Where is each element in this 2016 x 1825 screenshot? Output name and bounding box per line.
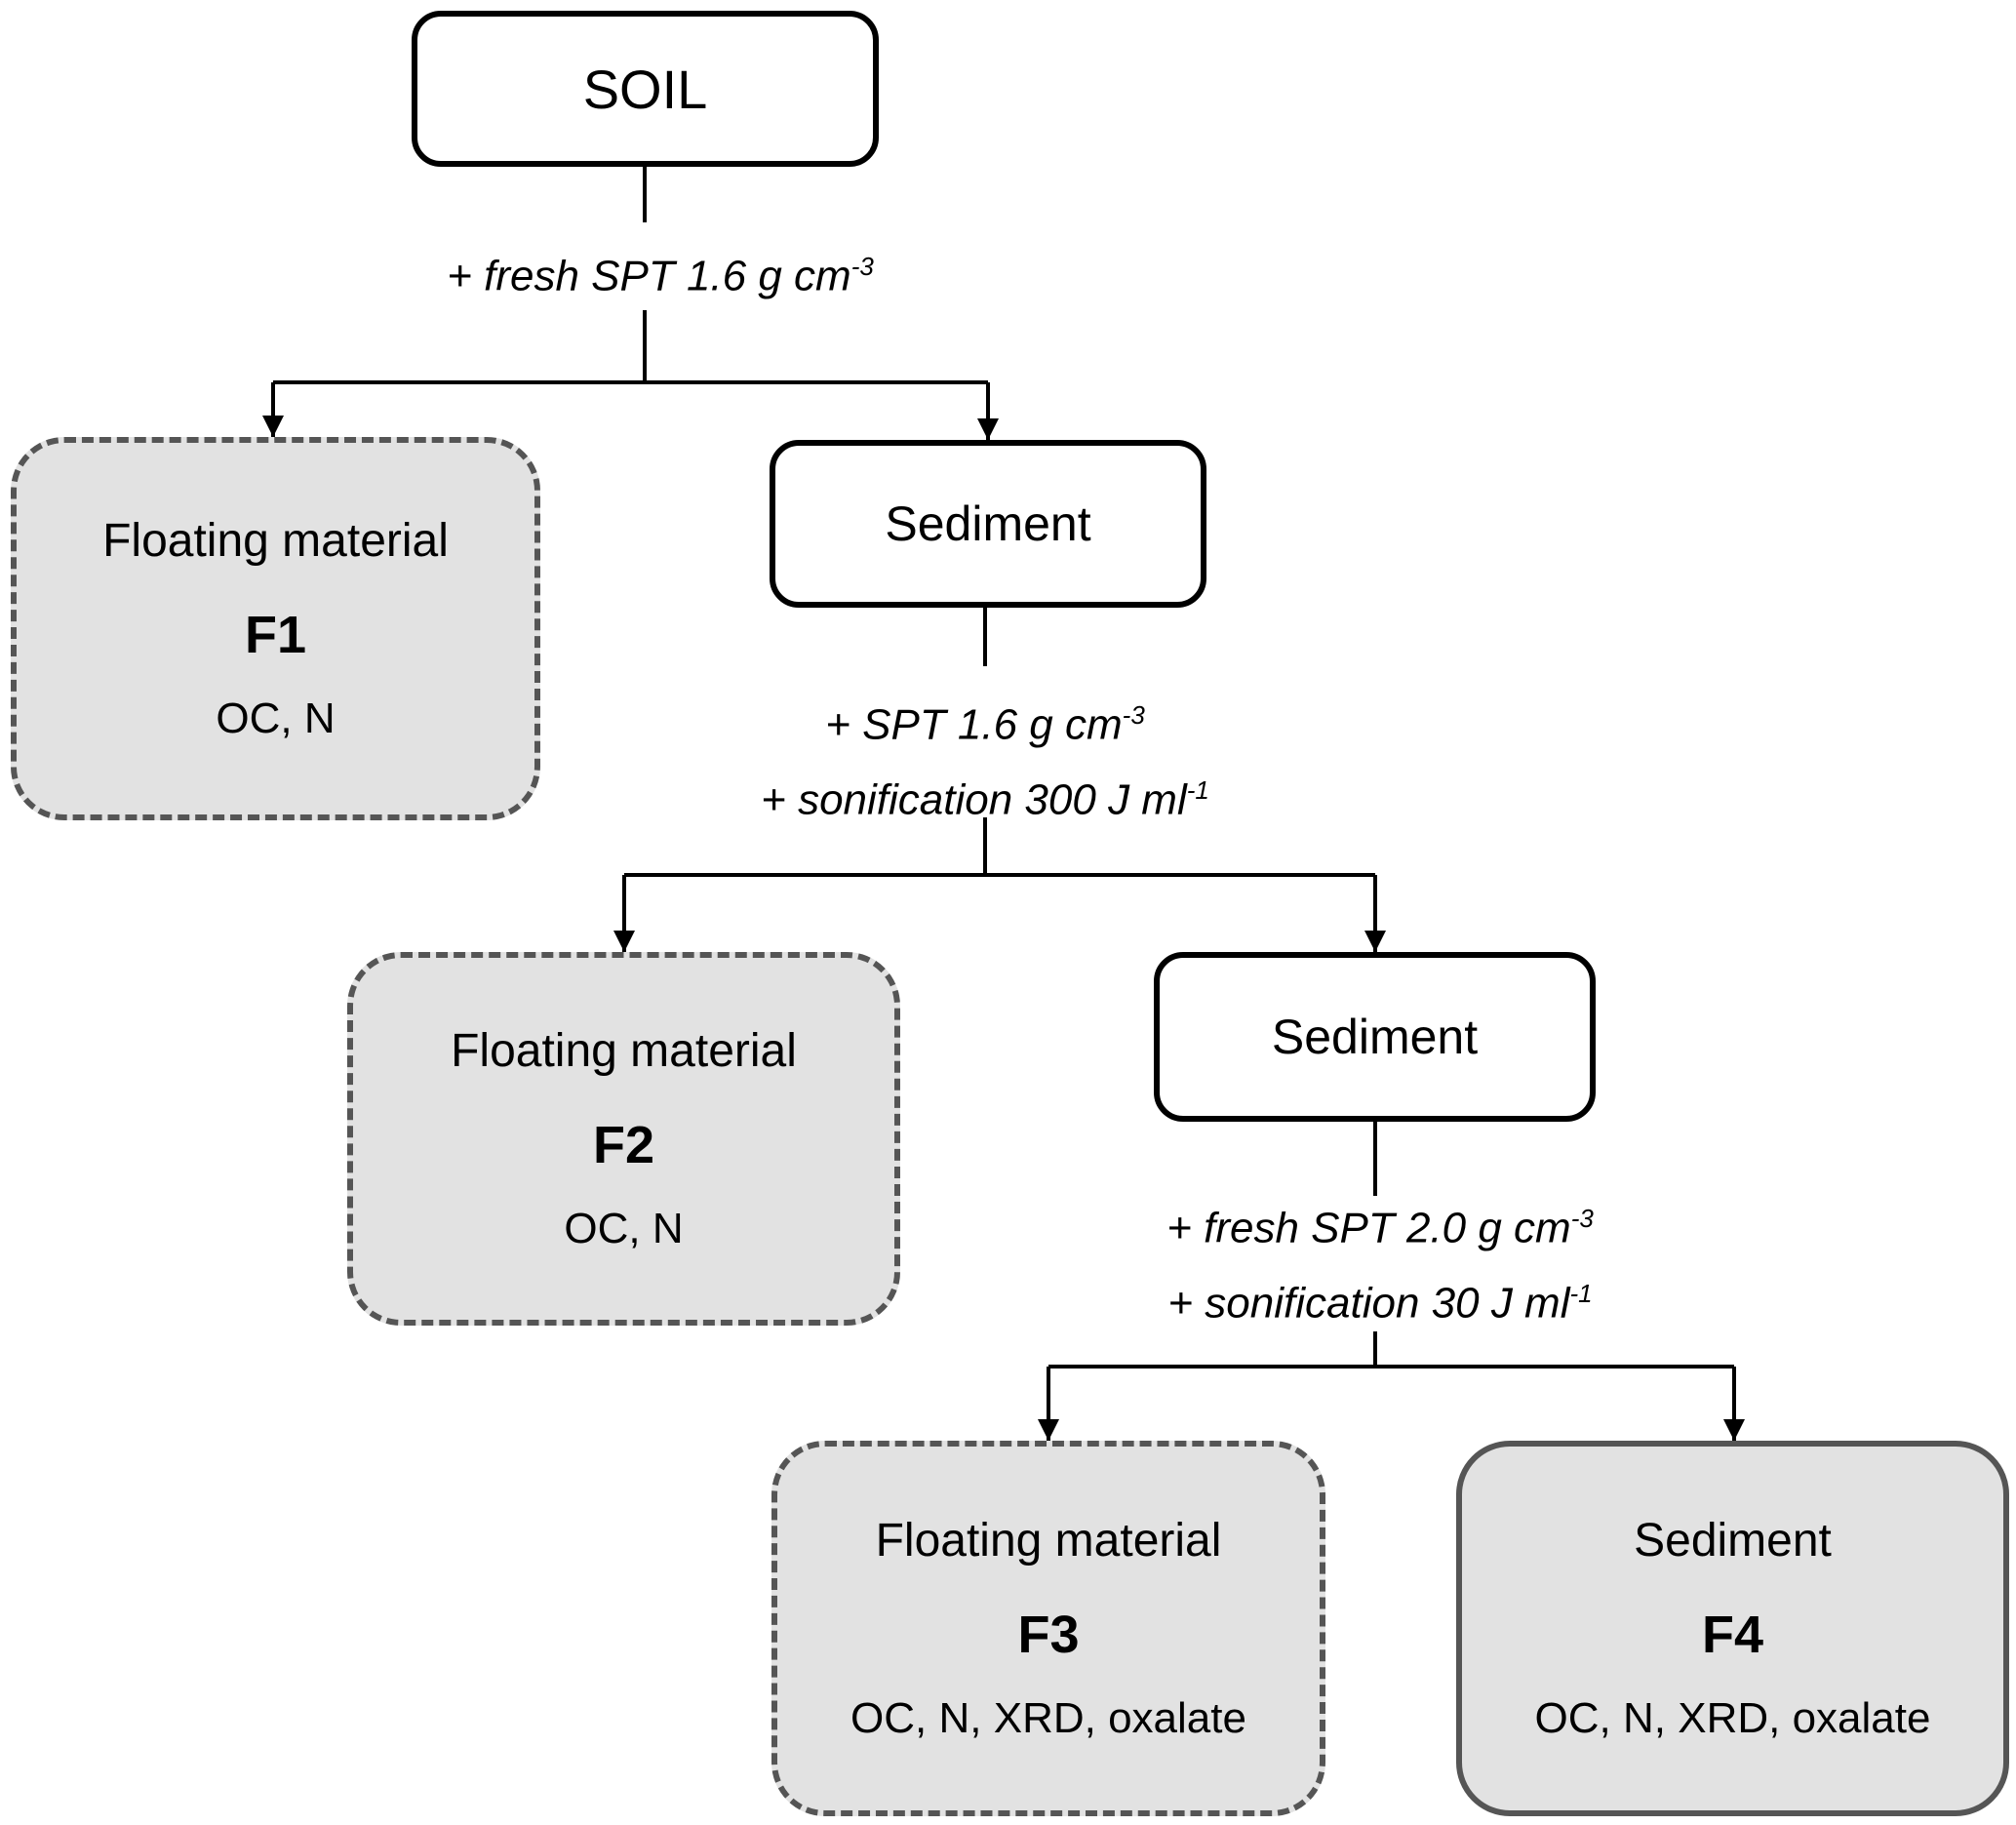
fraction-analyses: OC, N, XRD, oxalate: [1534, 1694, 1931, 1742]
fraction-analyses: OC, N, XRD, oxalate: [850, 1694, 1246, 1742]
fraction-analyses: OC, N: [216, 694, 336, 742]
step-1-line-1: + fresh SPT 1.6 g cm-3: [447, 252, 874, 300]
fraction-code: F1: [244, 606, 307, 664]
fraction-analyses: OC, N: [564, 1205, 684, 1252]
fraction-title: Floating material: [451, 1025, 797, 1077]
soil-label: SOIL: [582, 58, 708, 120]
fraction-title: Floating material: [102, 515, 449, 567]
sediment-2-node: Sediment: [1154, 952, 1596, 1122]
fraction-f4-node: Sediment F4 OC, N, XRD, oxalate: [1456, 1441, 2009, 1816]
fraction-f3-node: Floating material F3 OC, N, XRD, oxalate: [771, 1441, 1325, 1816]
fraction-code: F4: [1701, 1606, 1764, 1664]
step-3-line-2: + sonification 30 J ml-1: [1167, 1278, 1593, 1328]
fraction-title: Sediment: [1634, 1515, 1832, 1567]
step-2-line-2: + sonification 300 J ml-1: [761, 774, 1209, 824]
step-3-line-1: + fresh SPT 2.0 g cm-3: [1166, 1204, 1594, 1252]
fraction-code: F3: [1017, 1606, 1080, 1664]
step-2-line-1: + SPT 1.6 g cm-3: [825, 700, 1145, 749]
step-1-conditions: + fresh SPT 1.6 g cm-3: [447, 234, 874, 309]
fraction-code: F2: [592, 1116, 655, 1174]
sediment-1-node: Sediment: [770, 440, 1206, 608]
sediment-1-label: Sediment: [885, 496, 1091, 551]
sediment-2-label: Sediment: [1271, 1010, 1479, 1064]
fraction-f2-node: Floating material F2 OC, N: [347, 952, 900, 1326]
step-3-conditions: + fresh SPT 2.0 g cm-3 + sonification 30…: [1166, 1186, 1594, 1335]
fraction-title: Floating material: [875, 1515, 1222, 1567]
soil-node: SOIL: [412, 11, 879, 167]
fraction-f1-node: Floating material F1 OC, N: [11, 437, 540, 820]
step-2-conditions: + SPT 1.6 g cm-3 + sonification 300 J ml…: [761, 683, 1209, 832]
